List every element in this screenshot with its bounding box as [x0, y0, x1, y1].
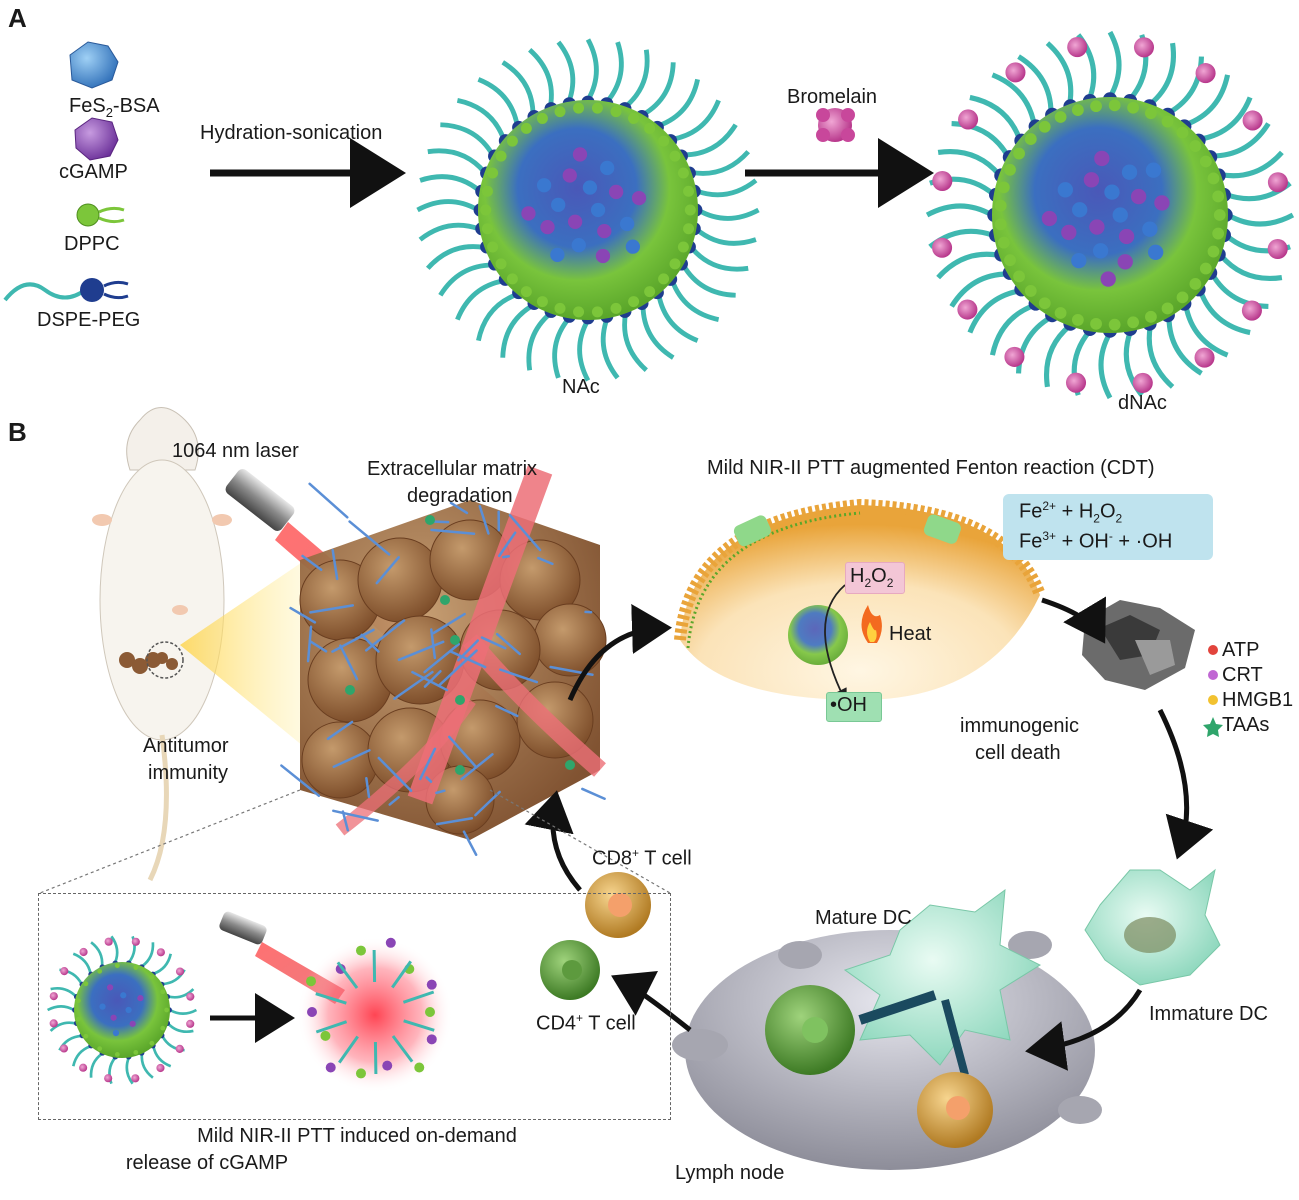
cgamp-icon: [74, 117, 119, 161]
immature-dc-label: Immature DC: [1149, 1003, 1268, 1025]
panel-a-letter: A: [8, 3, 27, 33]
h2o2-label: H2O2: [850, 565, 894, 590]
dspe-peg-icon: [3, 278, 129, 302]
lymph-cd8-cell: [917, 1072, 993, 1148]
lymph-cd4-cell: [765, 985, 855, 1075]
mouse-illustration: [92, 407, 232, 882]
inset-nanoparticle: [46, 935, 198, 1085]
inset-burst: [297, 937, 453, 1093]
flame-icon: [861, 605, 882, 643]
damp-taas: TAAs: [1222, 714, 1270, 736]
oh-tag: [826, 692, 882, 722]
antitumor-label-2: immunity: [148, 762, 229, 784]
icd-label-1: immunogenic: [960, 715, 1079, 737]
equation-line-1: Fe2+ + H2O2: [1019, 499, 1123, 526]
cd4-label: CD4+ T cell: [536, 1011, 636, 1035]
nac-nanoparticle: [416, 38, 760, 382]
fes2-bsa-icon: [69, 41, 119, 89]
dnac-nanoparticle: [925, 30, 1295, 400]
dnac-label: dNAc: [1118, 392, 1167, 414]
ecm-network: [280, 482, 606, 856]
oh-label: •OH: [830, 694, 868, 716]
panel-b-letter: B: [8, 417, 27, 447]
nac-label: NAc: [562, 376, 600, 398]
damp-crt: CRT: [1222, 664, 1263, 686]
damp-hmgb1: HMGB1: [1222, 689, 1294, 711]
equation-line-2: Fe3+ + OH- + ·OH: [1019, 529, 1173, 553]
dspe-peg-label: DSPE-PEG: [37, 309, 141, 331]
heat-label: Heat: [889, 623, 932, 645]
damp-legend-icons: [1203, 645, 1223, 737]
inset-caption-2: release of cGAMP: [125, 1152, 289, 1174]
inset-caption-1: Mild NIR-II PTT induced on-demand: [197, 1125, 517, 1147]
immature-dc-cell: [1084, 868, 1221, 986]
bromelain-label: Bromelain: [787, 86, 878, 108]
icd-debris: [1082, 600, 1195, 690]
icd-label-2: cell death: [975, 742, 1061, 764]
inset-frame: [38, 893, 671, 1120]
damp-atp: ATP: [1222, 639, 1260, 661]
cd4-t-cell: [540, 940, 600, 1000]
fes2-bsa-label: FeS2-BSA: [69, 95, 160, 120]
inset-burst-particle: [306, 937, 437, 1079]
cd8-label: CD8+ T cell: [592, 846, 692, 870]
dppc-icon: [76, 203, 125, 227]
laser-device: [225, 469, 295, 531]
ecm-label-2: degradation: [407, 485, 513, 507]
zoom-line-right: [489, 789, 671, 894]
mature-dc-label: Mature DC: [815, 907, 912, 929]
blood-vessels: [335, 465, 606, 836]
lymph-node-label: Lymph node: [675, 1162, 785, 1184]
ecm-label-1: Extracellular matrix: [367, 458, 538, 480]
dppc-label: DPPC: [64, 233, 120, 255]
fenton-equation-box: [1003, 494, 1213, 560]
cgamp-label: cGAMP: [59, 161, 128, 183]
cycle-arrows: [524, 596, 1214, 1071]
cdt-title: Mild NIR-II PTT augmented Fenton reactio…: [707, 457, 1155, 479]
h2o2-tag: [845, 562, 905, 594]
hydration-label: Hydration-sonication: [200, 122, 383, 144]
antitumor-label-1: Antitumor: [143, 735, 229, 757]
zoom-line-left: [39, 789, 301, 894]
bromelain-icon: [816, 108, 855, 142]
mature-dc-cell: [843, 888, 1042, 1077]
laser-label: 1064 nm laser: [172, 440, 299, 462]
magnify-cone: [180, 550, 320, 760]
cd8-t-cell: [585, 872, 651, 938]
cdt-membrane: [674, 498, 1046, 704]
